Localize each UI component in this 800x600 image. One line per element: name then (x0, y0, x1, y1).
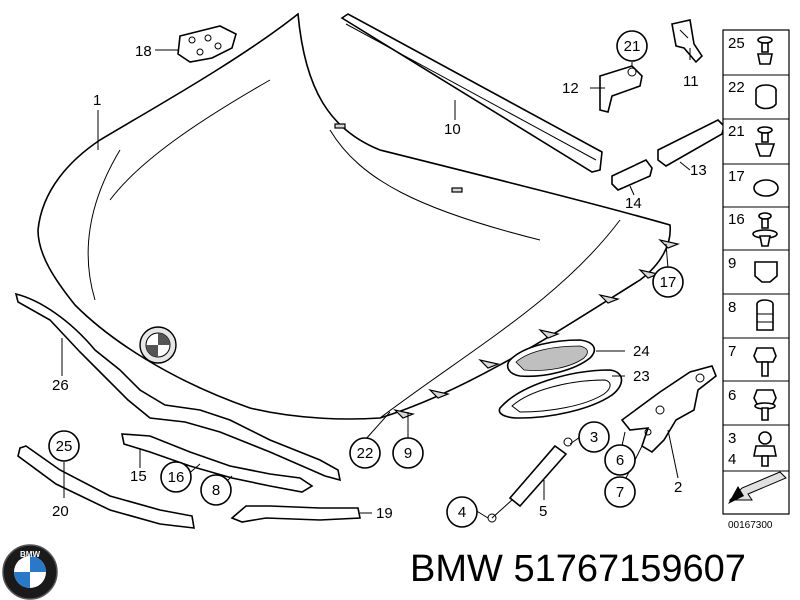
profile-19[interactable] (230, 505, 361, 523)
hex-bolt-washer-icon (753, 389, 777, 421)
legend-label-3: 3 (728, 430, 736, 447)
callout-8-ring (200, 474, 232, 506)
callout-22: 22 (357, 445, 374, 462)
grille-24[interactable] (506, 339, 596, 378)
callout-26: 26 (52, 377, 69, 394)
legend-label-25: 25 (728, 35, 745, 52)
callout-6-ring (604, 444, 636, 476)
callout-2: 2 (674, 479, 682, 496)
callout-8: 8 (212, 482, 220, 499)
callouts: 18 1 10 21 12 11 13 14 17 24 23 26 22 9 … (48, 30, 707, 528)
part-caption: BMW 51767159607 (410, 548, 746, 591)
screw-icon (757, 36, 773, 65)
legend-label-17: 17 (728, 168, 745, 185)
callout-3: 3 (590, 429, 598, 446)
clip-11[interactable] (671, 19, 704, 64)
callout-10: 10 (444, 121, 461, 138)
legend-label-16: 16 (728, 211, 745, 228)
expanding-rivet-icon (752, 212, 778, 247)
bracket-12[interactable] (599, 65, 643, 113)
callout-12: 12 (562, 80, 579, 97)
callout-17: 17 (660, 274, 677, 291)
callout-18: 18 (135, 43, 152, 60)
rubber-buffer-icon (756, 299, 774, 331)
legend-label-7: 7 (728, 343, 736, 360)
seal-strip-13[interactable] (657, 119, 725, 167)
callout-21: 21 (624, 38, 641, 55)
callout-23: 23 (633, 368, 650, 385)
callout-9-ring (392, 437, 424, 469)
callout-25: 25 (56, 438, 73, 455)
bracket-strip-15[interactable] (121, 433, 314, 493)
legend-label-6: 6 (728, 387, 736, 404)
callout-20: 20 (52, 503, 69, 520)
bmw-logo-icon: BMW (2, 544, 58, 600)
callout-15: 15 (130, 468, 147, 485)
legend-label-8: 8 (728, 299, 736, 316)
callout-9: 9 (404, 445, 412, 462)
callout-17-ring (652, 266, 684, 298)
callout-5: 5 (539, 503, 547, 520)
callout-11: 11 (683, 73, 699, 90)
seal-strip-14[interactable] (611, 158, 653, 191)
part-number: 51767159607 (513, 548, 746, 590)
legend-panel: 25 22 21 17 16 9 8 7 6 3 4 (722, 29, 790, 531)
callout-21-ring (616, 30, 648, 62)
gas-strut-5[interactable] (487, 437, 573, 523)
clip-nut-icon (754, 261, 778, 283)
cap-icon (753, 179, 779, 197)
callout-25-ring (48, 430, 80, 462)
hood-emblem (139, 326, 177, 364)
callout-7-ring (604, 476, 636, 508)
bracket-plate-18[interactable] (177, 25, 237, 63)
hex-bolt-icon (753, 347, 777, 377)
callout-13: 13 (690, 162, 707, 179)
frame-23[interactable] (498, 369, 623, 419)
callout-1: 1 (93, 92, 101, 109)
sealing-profile-26[interactable] (14, 292, 342, 482)
callout-6: 6 (616, 452, 624, 469)
callout-19: 19 (376, 505, 393, 522)
grommet-icon (755, 84, 777, 110)
callout-22-ring (349, 437, 381, 469)
logo-lettering: BMW (20, 550, 40, 559)
callout-7: 7 (616, 484, 624, 501)
legend-label-22: 22 (728, 79, 745, 96)
callout-16: 16 (168, 469, 185, 486)
direction-arrow-icon (728, 471, 787, 504)
hinge-2[interactable] (620, 365, 717, 454)
ball-stud-icon (753, 431, 777, 467)
legend-label-21: 21 (728, 123, 745, 140)
strip-20[interactable] (17, 445, 195, 529)
callout-24: 24 (633, 343, 650, 360)
clip-icon (754, 126, 776, 157)
legend-label-9: 9 (728, 255, 736, 272)
brand-name: BMW (410, 548, 503, 590)
callout-16-ring (160, 461, 192, 493)
callout-4-ring (446, 496, 478, 528)
hood-panel[interactable] (37, 12, 681, 420)
legend-label-4: 4 (728, 451, 736, 468)
callout-14: 14 (625, 195, 642, 212)
callout-4: 4 (458, 504, 466, 521)
drawing-code: 00167300 (728, 520, 773, 531)
callout-3-ring (578, 421, 610, 453)
